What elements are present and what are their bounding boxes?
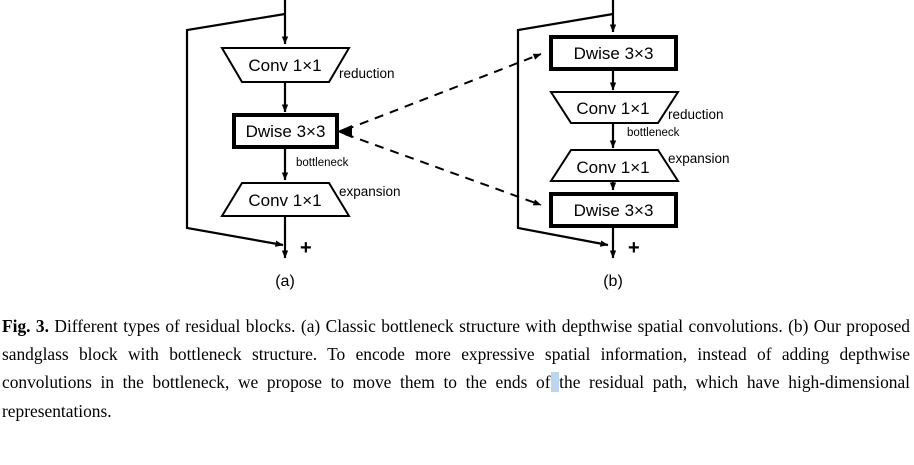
panel-b-conv-reduction-label: Conv 1×1 bbox=[576, 99, 649, 118]
panel-a-conv-expansion-shape bbox=[220, 182, 351, 217]
panel-b: Dwise 3×3 Conv 1×1 reduction bottleneck … bbox=[516, 0, 730, 290]
caption-text-before: Different types of residual blocks. (a) … bbox=[2, 316, 911, 393]
panel-a-conv-reduction-shape bbox=[220, 47, 351, 83]
panel-b-skip-connection bbox=[516, 12, 614, 247]
panel-b-conv-expansion-shape bbox=[549, 149, 680, 182]
panel-b-conv-reduction-shape bbox=[549, 91, 680, 124]
panel-a-conv-expansion-label: Conv 1×1 bbox=[248, 191, 321, 210]
figure-number: Fig. 3. bbox=[2, 316, 49, 336]
dashed-arrow-to-dwise-bottom bbox=[344, 133, 542, 206]
panel-b-sum-symbol: + bbox=[628, 237, 640, 259]
panel-a: Conv 1×1 reduction Dwise 3×3 bottleneck … bbox=[185, 0, 401, 290]
figure-diagram: Conv 1×1 reduction Dwise 3×3 bottleneck … bbox=[185, 0, 730, 290]
panel-a-reduction-side-label: reduction bbox=[339, 66, 395, 81]
dashed-arrow-origin-head bbox=[337, 125, 352, 138]
panel-a-bottleneck-label: bottleneck bbox=[296, 157, 349, 169]
panel-a-conv-reduction-label: Conv 1×1 bbox=[248, 56, 321, 75]
panel-a-expansion-side-label: expansion bbox=[339, 184, 401, 199]
panel-a-dwise-label: Dwise 3×3 bbox=[246, 122, 326, 141]
figure-caption: Fig. 3. Different types of residual bloc… bbox=[2, 312, 910, 425]
caption-text-after: the residual path, which have high-dimen… bbox=[2, 372, 911, 421]
caption-selection-highlight bbox=[550, 372, 560, 393]
panel-b-dwise-top-label: Dwise 3×3 bbox=[574, 44, 654, 63]
panel-b-expansion-side-label: expansion bbox=[668, 151, 730, 166]
residual-blocks-svg: Conv 1×1 reduction Dwise 3×3 bottleneck … bbox=[185, 0, 730, 290]
correspondence-arrows bbox=[337, 53, 542, 206]
panel-b-dwise-bottom-shape bbox=[549, 192, 678, 228]
panel-b-reduction-side-label: reduction bbox=[668, 107, 724, 122]
panel-a-sum-symbol: + bbox=[300, 237, 312, 259]
panel-a-caption-label: (a) bbox=[275, 273, 295, 290]
panel-b-conv-expansion-label: Conv 1×1 bbox=[576, 158, 649, 177]
panel-b-bottleneck-label: bottleneck bbox=[627, 127, 680, 139]
panel-b-caption-label: (b) bbox=[603, 273, 623, 290]
dashed-arrow-to-dwise-top bbox=[344, 53, 542, 131]
panel-b-dwise-bottom-label: Dwise 3×3 bbox=[574, 201, 654, 220]
panel-a-skip-connection bbox=[185, 12, 286, 247]
